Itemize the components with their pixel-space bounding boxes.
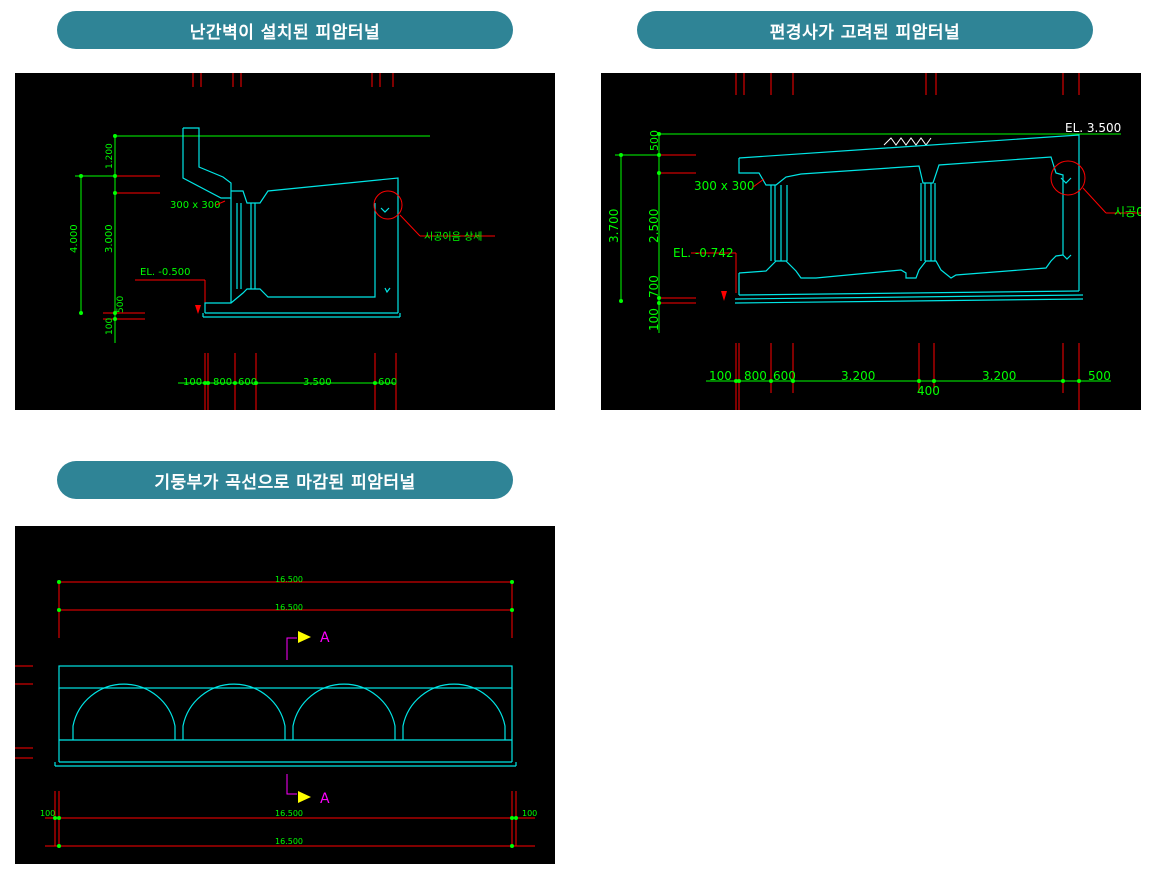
dim-v-top: 1.200: [105, 143, 115, 169]
section-label-top: A: [320, 630, 330, 646]
dim-v-top: 500: [648, 130, 661, 151]
dimension-lines: [75, 135, 430, 384]
dim-h-1: 100: [709, 369, 732, 383]
dim-v-base: 100: [105, 318, 115, 335]
tunnel-structure: [182, 127, 401, 318]
dim-h-5: 3.200: [982, 369, 1016, 383]
panel-1-title: 난간벽이 설치된 피암터널: [57, 11, 513, 49]
section-label-bottom: A: [320, 791, 330, 807]
dim-v-total: 3.700: [607, 209, 621, 243]
dimension-ticks: [53, 580, 518, 848]
drawing-panel-2: EL. 3.500 300 x 300 EL. -0.742 시공0 3.700…: [601, 73, 1141, 410]
dim-v-bottom: 700: [647, 275, 661, 298]
drawing-panel-3: A A 16.500 16.500 16.500 16.500 100 100: [15, 526, 555, 864]
detail-callout-label: 시공이음 상세: [424, 231, 482, 243]
dim-h-1: 100: [183, 377, 202, 388]
dim-bottom-1: 16.500: [275, 809, 303, 818]
dim-h-4: 3.500: [303, 377, 332, 388]
section-mark-top: [286, 631, 311, 660]
drawing-panel-1: 300 x 300 EL. -0.500 시공이음 상세 4.000 3.000…: [15, 73, 555, 410]
dim-h-5: 600: [378, 377, 397, 388]
panel-3-title-text: 기둥부가 곡선으로 마감된 피암터널: [154, 472, 416, 493]
dim-side-right: 100: [522, 809, 537, 818]
dim-v-bottom: 500: [116, 296, 126, 313]
panel-2-title-text: 편경사가 고려된 피암터널: [769, 22, 961, 43]
panel-3-title: 기둥부가 곡선으로 마감된 피암터널: [57, 461, 513, 499]
dim-h-2: 800: [213, 377, 232, 388]
dim-top-2: 16.500: [275, 603, 303, 612]
dim-h-sub: 400: [917, 384, 940, 398]
dim-v-base: 100: [647, 308, 661, 331]
tunnel-section-drawing-1: 300 x 300 EL. -0.500 시공이음 상세 4.000 3.000…: [69, 73, 495, 410]
panel-1-title-text: 난간벽이 설치된 피암터널: [189, 22, 381, 43]
dim-top-1: 16.500: [275, 575, 303, 584]
elevation-label: EL. -0.500: [140, 267, 190, 278]
dim-v-mid: 3.000: [104, 224, 115, 253]
tunnel-section-drawing-2: EL. 3.500 300 x 300 EL. -0.742 시공0 3.700…: [607, 73, 1141, 410]
dim-h-3: 600: [773, 369, 796, 383]
tunnel-structure: [734, 134, 1084, 304]
detail-callout: [373, 190, 495, 237]
dimension-ticks: [79, 134, 377, 385]
dim-side-left: 100: [40, 809, 55, 818]
dim-h-2: 800: [744, 369, 767, 383]
dim-h-6: 500: [1088, 369, 1111, 383]
ground-hatch: [883, 137, 932, 146]
elevation-marker: [721, 291, 727, 301]
chamfer-label: 300 x 300: [170, 200, 220, 211]
dim-bottom-2: 16.500: [275, 837, 303, 846]
tunnel-structure: [54, 665, 517, 767]
dim-v-total: 4.000: [69, 224, 80, 253]
dim-h-4: 3.200: [841, 369, 875, 383]
tunnel-elevation-drawing-3: A A 16.500 16.500 16.500 16.500 100 100: [15, 575, 537, 848]
elevation-top-label: EL. 3.500: [1065, 121, 1121, 135]
elevation-marker: [195, 305, 201, 314]
extension-lines: [659, 73, 1080, 410]
extension-lines: [15, 581, 535, 847]
section-mark-bottom: [286, 774, 311, 803]
extension-lines: [103, 73, 397, 410]
panel-2-title: 편경사가 고려된 피암터널: [637, 11, 1093, 49]
detail-callout: [1050, 160, 1141, 214]
dimension-ticks: [619, 132, 1081, 383]
detail-callout-label: 시공0: [1114, 205, 1141, 219]
elevation-label: EL. -0.742: [673, 246, 734, 260]
dim-h-3: 600: [238, 377, 257, 388]
dim-v-mid: 2.500: [647, 209, 661, 243]
chamfer-label: 300 x 300: [694, 179, 755, 193]
